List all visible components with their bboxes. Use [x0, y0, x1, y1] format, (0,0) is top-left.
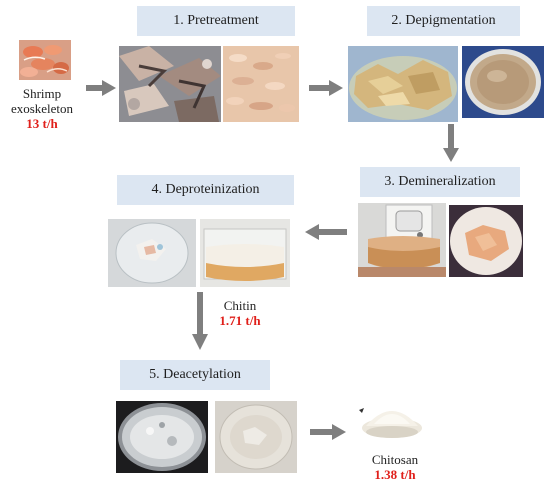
pretreatment-photo-clean — [223, 46, 299, 122]
source-caption: Shrimp exoskeleton 13 t/h — [0, 86, 84, 131]
arrow-deproteinization-to-deacetylation — [192, 292, 208, 350]
pretreatment-photo-raw — [119, 46, 221, 122]
arrow-pretreatment-to-depigmentation — [309, 80, 343, 96]
arrow-depigmentation-to-demineralization — [443, 124, 459, 162]
step-label-deacetylation: 5. Deacetylation — [120, 360, 270, 390]
deacetylation-photo-dish-light — [215, 401, 297, 473]
arrow-deacetylation-to-chitosan — [310, 424, 346, 440]
chitin-caption: Chitin 1.71 t/h — [210, 298, 270, 328]
source-rate: 13 t/h — [26, 116, 58, 131]
chitosan-label: Chitosan — [371, 452, 419, 467]
deproteinization-photo-dish — [108, 219, 196, 287]
source-label-line1: Shrimp — [22, 86, 62, 101]
demineralization-photo-beaker — [358, 203, 446, 277]
depigmentation-photo-powder — [462, 46, 544, 118]
source-label-line2: exoskeleton — [10, 101, 74, 116]
step-label-demineralization: 3. Demineralization — [360, 167, 520, 197]
chitin-label: Chitin — [223, 298, 257, 313]
step-label-pretreatment: 1. Pretreatment — [137, 6, 295, 36]
demineralization-photo-wet — [449, 205, 523, 277]
step-label-deproteinization: 4. Deproteinization — [117, 175, 294, 205]
deproteinization-photo-beaker — [200, 219, 290, 287]
deacetylation-photo-dish-dark — [116, 401, 208, 473]
chitosan-caption: Chitosan 1.38 t/h — [360, 452, 430, 482]
chitosan-rate: 1.38 t/h — [374, 467, 416, 482]
step-label-depigmentation: 2. Depigmentation — [367, 6, 520, 36]
shrimp-photo — [19, 40, 71, 80]
arrow-demineralization-to-deproteinization — [305, 224, 347, 240]
chitosan-photo — [356, 388, 428, 444]
depigmentation-photo-flakes — [348, 46, 458, 122]
chitin-rate: 1.71 t/h — [219, 313, 261, 328]
arrow-source-to-pretreatment — [86, 80, 116, 96]
